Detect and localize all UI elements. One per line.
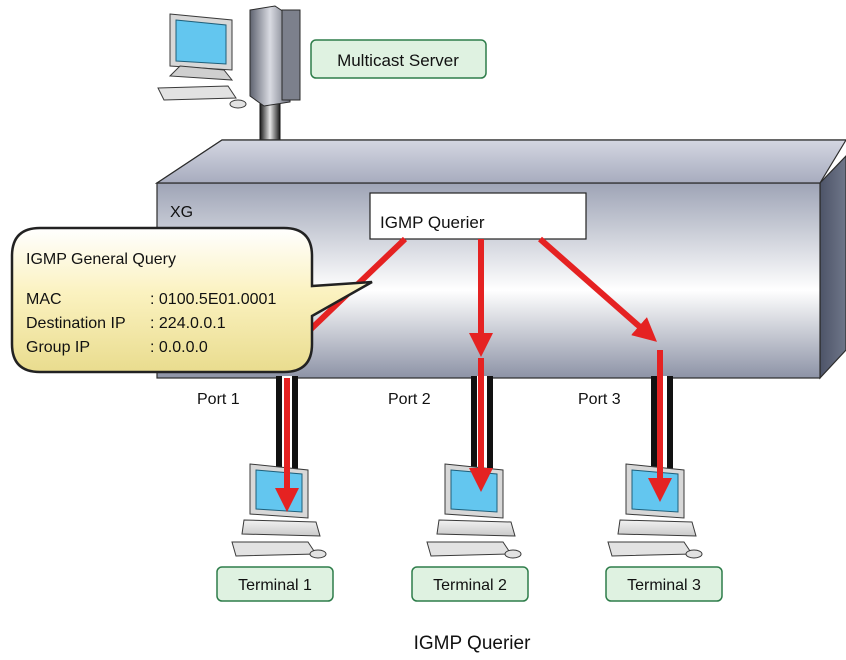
terminal-3-computer — [607, 463, 703, 559]
server-tower — [249, 5, 291, 107]
callout-title: IGMP General Query — [26, 251, 176, 268]
port-3-label: Port 3 — [578, 391, 621, 408]
terminal-1-label: Terminal 1 — [238, 577, 312, 594]
server-label-box: Multicast Server — [310, 39, 487, 79]
terminal-3-label-box: Terminal 3 — [605, 566, 723, 602]
port-1-label: Port 1 — [197, 391, 240, 408]
port-2-label: Port 2 — [388, 391, 431, 408]
multicast-server — [157, 5, 301, 173]
querier-label: IGMP Querier — [380, 213, 485, 232]
arrow-to-port-3 — [538, 236, 658, 342]
terminal-1-label-box: Terminal 1 — [216, 566, 334, 602]
callout-group-ip-key: Group IP — [26, 339, 90, 356]
terminal-1-computer — [231, 463, 327, 559]
terminal-3-label: Terminal 3 — [627, 577, 701, 594]
server-keyboard — [157, 85, 237, 101]
general-query-callout: IGMP General Query MAC : 0100.5E01.0001 … — [10, 226, 373, 374]
terminal-2-screen — [450, 469, 498, 513]
terminal-2-label-box: Terminal 2 — [411, 566, 529, 602]
callout-bubble — [10, 226, 373, 374]
callout-mac-value: : 0100.5E01.0001 — [150, 291, 276, 308]
diagram-caption: IGMP Querier — [414, 633, 532, 654]
callout-dest-ip-value: : 224.0.0.1 — [150, 315, 226, 332]
querier-box: IGMP Querier — [369, 192, 587, 240]
callout-mac-key: MAC — [26, 291, 62, 308]
callout-dest-ip-key: Destination IP — [26, 315, 126, 332]
server-label: Multicast Server — [337, 51, 459, 70]
terminal-1-screen — [255, 469, 303, 513]
terminal-2-label: Terminal 2 — [433, 577, 507, 594]
switch-label: XG — [170, 204, 193, 221]
callout-group-ip-value: : 0.0.0.0 — [150, 339, 208, 356]
terminal-3-screen — [631, 469, 679, 513]
terminal-2-computer — [426, 463, 522, 559]
server-screen — [175, 19, 227, 65]
switch-side — [819, 155, 846, 380]
